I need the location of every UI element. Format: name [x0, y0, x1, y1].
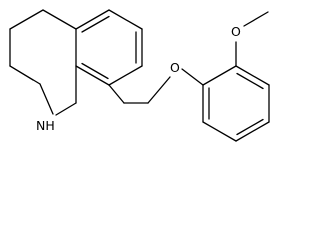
bond	[9, 9, 44, 30]
bond	[243, 11, 269, 27]
bonds	[9, 9, 270, 142]
double-bond-inner	[81, 62, 109, 80]
bond	[108, 65, 143, 86]
ether-oxygen-label: O	[170, 60, 180, 75]
bond	[235, 65, 270, 86]
bond	[147, 76, 171, 104]
methoxy-oxygen-label: O	[231, 24, 241, 39]
bond	[202, 65, 237, 86]
bond	[235, 121, 270, 142]
double-bond-inner	[236, 118, 264, 136]
bond	[75, 65, 110, 86]
bond	[202, 121, 237, 142]
amine-nitrogen-label: NH	[36, 118, 55, 133]
bond	[75, 9, 110, 30]
bond	[9, 65, 41, 85]
bond	[55, 102, 77, 116]
bond	[39, 83, 54, 115]
bond	[42, 9, 77, 30]
bond	[181, 68, 204, 86]
atom-labels: NH O O	[36, 24, 241, 133]
double-bond-inner	[236, 72, 264, 90]
bond	[108, 84, 125, 104]
bond	[108, 9, 143, 30]
double-bond-inner	[81, 15, 110, 33]
structure-diagram: NH O O	[9, 9, 270, 142]
